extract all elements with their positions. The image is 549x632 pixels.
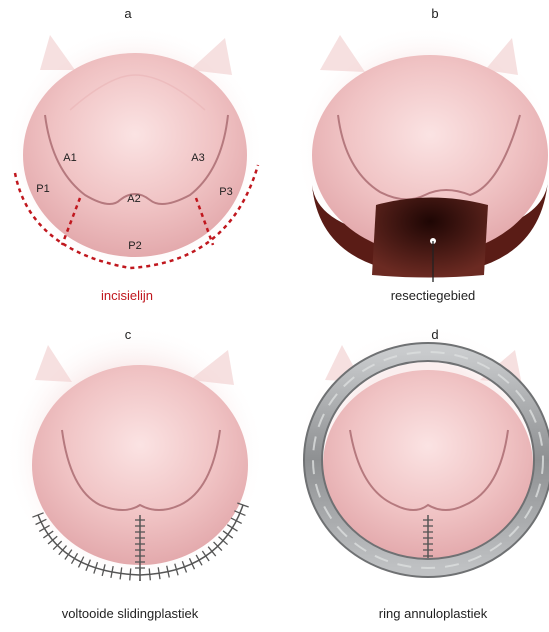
panel-c-illustration <box>5 325 265 585</box>
panel-d-letter: d <box>420 327 450 342</box>
label-a3: A3 <box>183 152 213 164</box>
panel-b-illustration <box>295 25 549 282</box>
caption-sliding-plasty: voltooide slidingplastiek <box>10 606 250 621</box>
label-p2: P2 <box>120 240 150 252</box>
panel-b-letter: b <box>420 6 450 21</box>
caption-ring-annuloplasty: ring annuloplastiek <box>313 606 549 621</box>
label-p1: P1 <box>28 183 58 195</box>
panel-a-illustration <box>5 25 265 275</box>
panel-d-illustration <box>295 325 549 585</box>
caption-incision-line: incisielijn <box>7 288 247 303</box>
label-a2: A2 <box>119 193 149 205</box>
label-p3: P3 <box>211 186 241 198</box>
caption-resection-area: resectiegebied <box>313 288 549 303</box>
panel-c-letter: c <box>113 327 143 342</box>
panel-a-letter: a <box>113 6 143 21</box>
label-a1: A1 <box>55 152 85 164</box>
resection-area <box>372 198 488 278</box>
